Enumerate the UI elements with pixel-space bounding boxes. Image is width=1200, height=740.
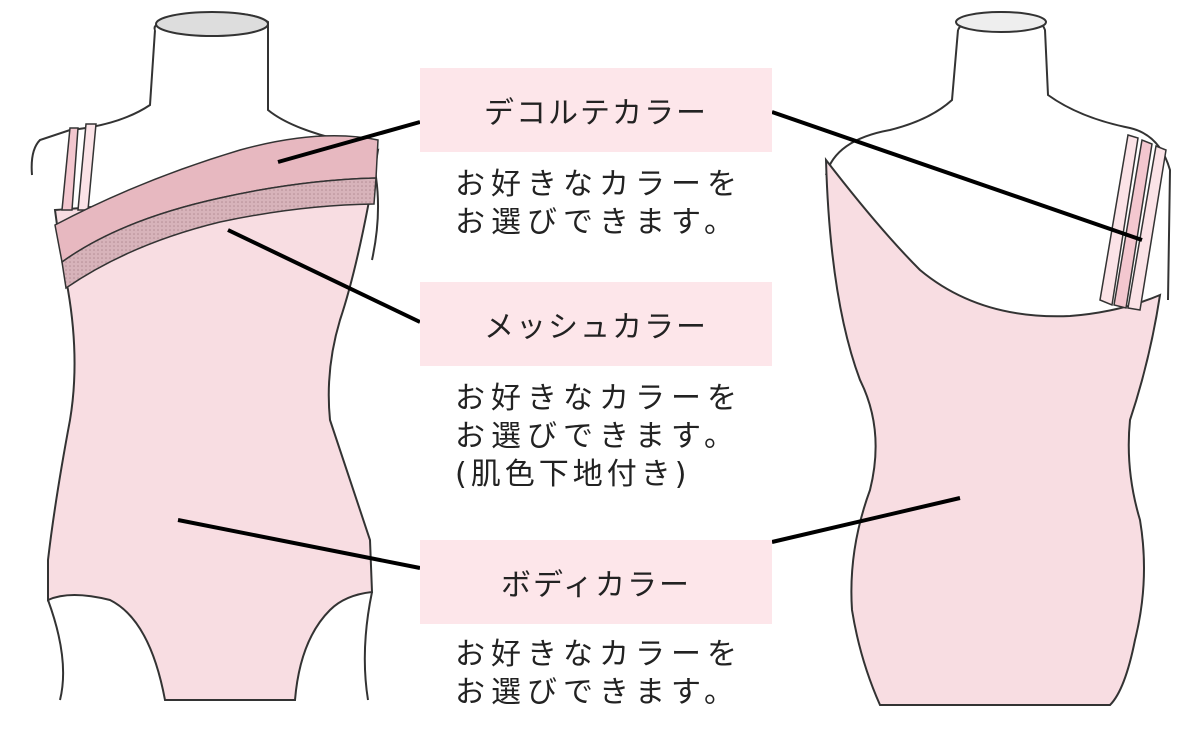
back-body-shape — [824, 156, 1162, 706]
body-label: ボディカラー — [501, 568, 691, 603]
front-leg-left — [47, 599, 65, 701]
back-strap-1 — [1099, 134, 1139, 307]
body-pointer-front — [177, 518, 421, 570]
back-neck-top — [955, 11, 1047, 33]
decollete-desc-line-2: お選びできます。 — [455, 205, 740, 240]
body-pointer-back — [771, 496, 961, 544]
body-description: お好きなカラーを お選びできます。 — [455, 636, 775, 712]
mesh-description: お好きなカラーを お選びできます。 (肌色下地付き) — [455, 380, 775, 494]
front-strap-2 — [77, 123, 97, 211]
decollete-desc-line-1: お好きなカラーを — [455, 167, 743, 202]
decollete-description: お好きなカラーを お選びできます。 — [455, 166, 775, 242]
front-view — [30, 11, 380, 701]
decollete-pointer-back — [771, 110, 1143, 242]
back-strap-3 — [1127, 144, 1167, 311]
mesh-pointer — [227, 228, 421, 324]
mesh-desc-line-3: (肌色下地付き) — [455, 457, 691, 492]
callout-lines — [177, 110, 1143, 570]
mesh-desc-line-1: お好きなカラーを — [455, 381, 743, 416]
mesh-label: メッシュカラー — [484, 310, 708, 345]
front-leg-right — [363, 591, 373, 701]
body-label-box: ボディカラー — [420, 540, 772, 624]
front-neck-top — [155, 11, 269, 37]
back-strap-2 — [1113, 138, 1153, 309]
mesh-label-box: メッシュカラー — [420, 282, 772, 366]
body-desc-line-1: お好きなカラーを — [455, 637, 743, 672]
decollete-label: デコルテカラー — [484, 96, 708, 131]
body-desc-line-2: お選びできます。 — [455, 675, 740, 710]
back-view — [824, 10, 1172, 706]
mesh-desc-line-2: お選びできます。 — [455, 419, 740, 454]
front-mesh-band — [61, 177, 377, 290]
decollete-pointer-front — [277, 120, 421, 164]
front-strap-1 — [61, 127, 79, 211]
decollete-label-box: デコルテカラー — [420, 68, 772, 152]
